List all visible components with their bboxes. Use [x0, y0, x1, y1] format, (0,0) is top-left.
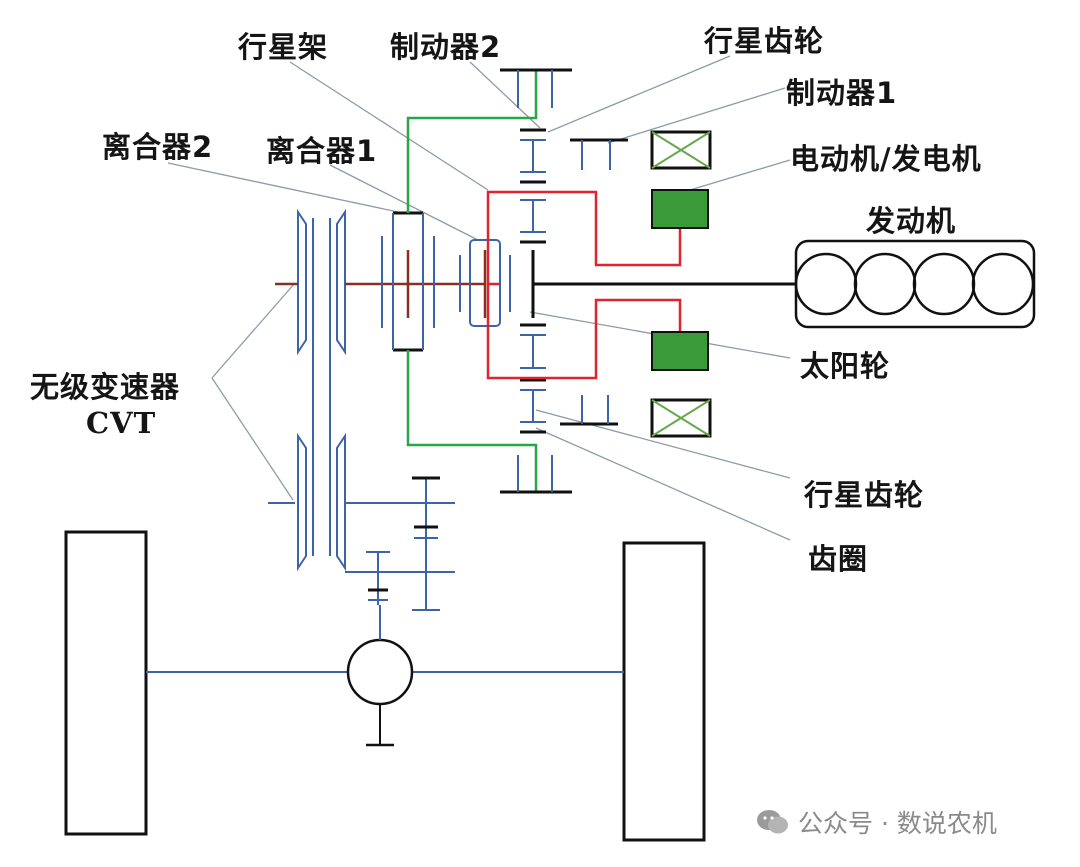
- cvt-pulleys: [297, 208, 346, 572]
- label-brake-1: 制动器1: [786, 76, 898, 110]
- left-wheel: [64, 530, 148, 836]
- label-ring-gear: 齿圈: [808, 542, 869, 576]
- watermark-text: 公众号 · 数说农机: [798, 809, 997, 838]
- label-planet-gear-top: 行星齿轮: [704, 24, 825, 58]
- right-wheel: [622, 541, 706, 842]
- wechat-icon: [757, 810, 788, 834]
- brake-2: [500, 68, 572, 494]
- rear-axle: [64, 530, 706, 842]
- ring-gear-connection: [406, 70, 538, 492]
- differential: [346, 638, 414, 706]
- brake-1: [560, 138, 628, 426]
- axle-shafts: [146, 605, 624, 747]
- watermark: 公众号 · 数说农机: [756, 804, 997, 840]
- label-carrier: 行星架: [238, 30, 329, 64]
- planetary-gears: [520, 128, 546, 434]
- label-cvt-abbr: CVT: [86, 406, 157, 440]
- label-sun-gear: 太阳轮: [800, 349, 891, 383]
- label-motor-generator: 电动机/发电机: [790, 142, 982, 176]
- label-engine: 发动机: [866, 204, 957, 238]
- clutch-2: [381, 211, 435, 352]
- label-clutch-1: 离合器1: [266, 134, 378, 168]
- label-cvt: 无级变速器: [30, 370, 181, 404]
- carrier-and-motor-connections: [486, 190, 682, 380]
- label-brake-2: 制动器2: [390, 30, 502, 64]
- motor-rotors: [651, 189, 709, 371]
- motor-stator-boxes: [650, 130, 712, 438]
- label-clutch-2: 离合器2: [102, 130, 214, 164]
- label-planet-gear-bottom: 行星齿轮: [804, 478, 925, 512]
- engine-block: [794, 239, 1036, 329]
- leader-lines: [167, 55, 791, 541]
- final-drive-gears: [268, 476, 455, 611]
- input-shaft: [275, 250, 487, 318]
